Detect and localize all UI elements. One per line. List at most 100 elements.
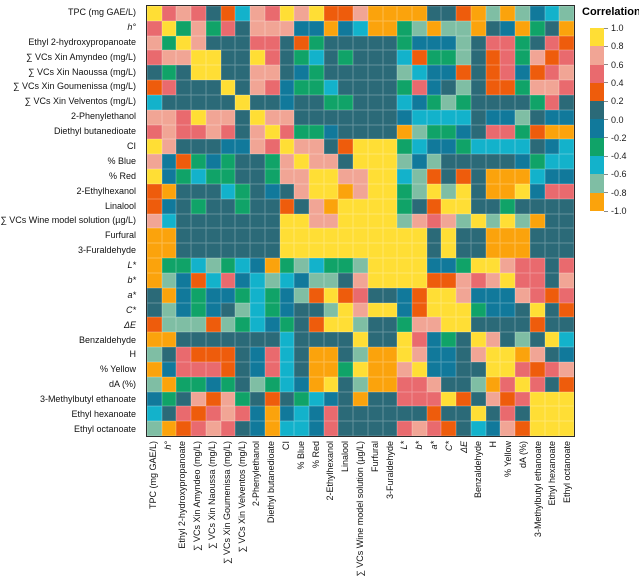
heatmap-cell (426, 20, 442, 36)
heatmap-cell (426, 124, 442, 140)
heatmap-cell (176, 183, 192, 199)
heatmap-cell (220, 80, 236, 95)
heatmap-cell (426, 243, 442, 259)
heatmap-cell (544, 406, 560, 422)
heatmap-cell (412, 124, 427, 140)
heatmap-cell (176, 154, 192, 170)
heatmap-cell (220, 213, 236, 229)
heatmap-cell (441, 183, 457, 199)
heatmap-cell (397, 154, 413, 170)
heatmap-cell (397, 213, 413, 229)
heatmap-cell (515, 213, 530, 229)
col-label: % Red (310, 441, 321, 469)
heatmap-cell (176, 80, 192, 95)
heatmap-cell (250, 6, 265, 21)
heatmap-cell (353, 228, 368, 244)
heatmap-cell (426, 109, 442, 125)
heatmap-cell (205, 376, 221, 392)
heatmap-cell (544, 6, 560, 21)
heatmap-cell (161, 65, 177, 81)
heatmap-cell (294, 287, 309, 303)
heatmap-cell (441, 6, 457, 21)
heatmap-cell (191, 421, 206, 436)
heatmap-cell (456, 287, 471, 303)
heatmap-cell (397, 391, 413, 407)
heatmap-cell (176, 50, 192, 66)
heatmap-cell (264, 317, 280, 333)
heatmap-cell (264, 391, 280, 407)
heatmap-cell (515, 287, 530, 303)
col-label-slot: Linalool (338, 441, 353, 574)
heatmap-cell (191, 272, 206, 288)
legend-tick-value: -0.2 (611, 132, 627, 143)
col-label-slot: 2-Phenylethanol (250, 441, 265, 574)
col-label: % Yellow (503, 441, 514, 478)
heatmap-cell (176, 94, 192, 110)
heatmap-cell (426, 35, 442, 51)
heatmap-cell (294, 94, 309, 110)
heatmap-cell (559, 35, 574, 51)
heatmap-cell (294, 243, 309, 259)
heatmap-cell (147, 213, 162, 229)
col-label-slot: Ethyl 2-hydroxypropanoate (176, 441, 191, 574)
row-label: Furfural (104, 230, 136, 241)
heatmap-cell (485, 406, 501, 422)
col-label: h° (162, 441, 173, 450)
heatmap-cell (470, 169, 486, 184)
col-label: Ethyl octanoate (562, 441, 573, 504)
heatmap-cell (412, 361, 427, 377)
heatmap-cell (264, 302, 280, 318)
heatmap-cell (515, 124, 530, 140)
heatmap-cell (544, 302, 560, 318)
heatmap-cell (308, 228, 324, 244)
heatmap-cell (544, 80, 560, 95)
heatmap-cell (191, 124, 206, 140)
heatmap-cell (338, 376, 354, 392)
heatmap-cell (338, 317, 354, 333)
heatmap-cell (294, 139, 309, 155)
heatmap-cell (338, 287, 354, 303)
heatmap-cell (544, 50, 560, 66)
heatmap-cell (323, 376, 339, 392)
heatmap-cell (308, 154, 324, 170)
heatmap-cell (470, 198, 486, 214)
heatmap-cell (176, 6, 192, 21)
heatmap-cell (515, 169, 530, 184)
col-label: Linalool (340, 441, 351, 473)
heatmap-cell (382, 109, 398, 125)
heatmap-cell (161, 109, 177, 125)
heatmap-cell (367, 272, 383, 288)
heatmap-cell (412, 272, 427, 288)
col-label: ΔE (458, 441, 469, 454)
heatmap-cell (279, 198, 295, 214)
legend-tick-mark (604, 119, 608, 120)
heatmap-cell (250, 302, 265, 318)
heatmap-cell (441, 347, 457, 362)
heatmap-cell (191, 213, 206, 229)
heatmap-cell (515, 347, 530, 362)
heatmap-cell (235, 228, 251, 244)
heatmap-cell (205, 332, 221, 348)
heatmap-cell (500, 80, 516, 95)
heatmap-cell (441, 361, 457, 377)
col-label: dA (%) (517, 441, 528, 469)
heatmap-cell (161, 6, 177, 21)
heatmap-cell (220, 154, 236, 170)
heatmap-cell (279, 20, 295, 36)
heatmap-cell (264, 109, 280, 125)
heatmap-cell (544, 124, 560, 140)
heatmap-cell (147, 50, 162, 66)
heatmap-cell (426, 421, 442, 436)
row-label: CI (127, 140, 136, 151)
heatmap-cell (441, 391, 457, 407)
heatmap-cell (279, 169, 295, 184)
heatmap-cell (176, 302, 192, 318)
heatmap-cell (279, 50, 295, 66)
heatmap-cell (470, 6, 486, 21)
heatmap-cell (441, 94, 457, 110)
col-label-slot: C* (442, 441, 457, 574)
heatmap-cell (412, 302, 427, 318)
heatmap-cell (279, 391, 295, 407)
heatmap-cell (264, 361, 280, 377)
heatmap-cell (147, 80, 162, 95)
